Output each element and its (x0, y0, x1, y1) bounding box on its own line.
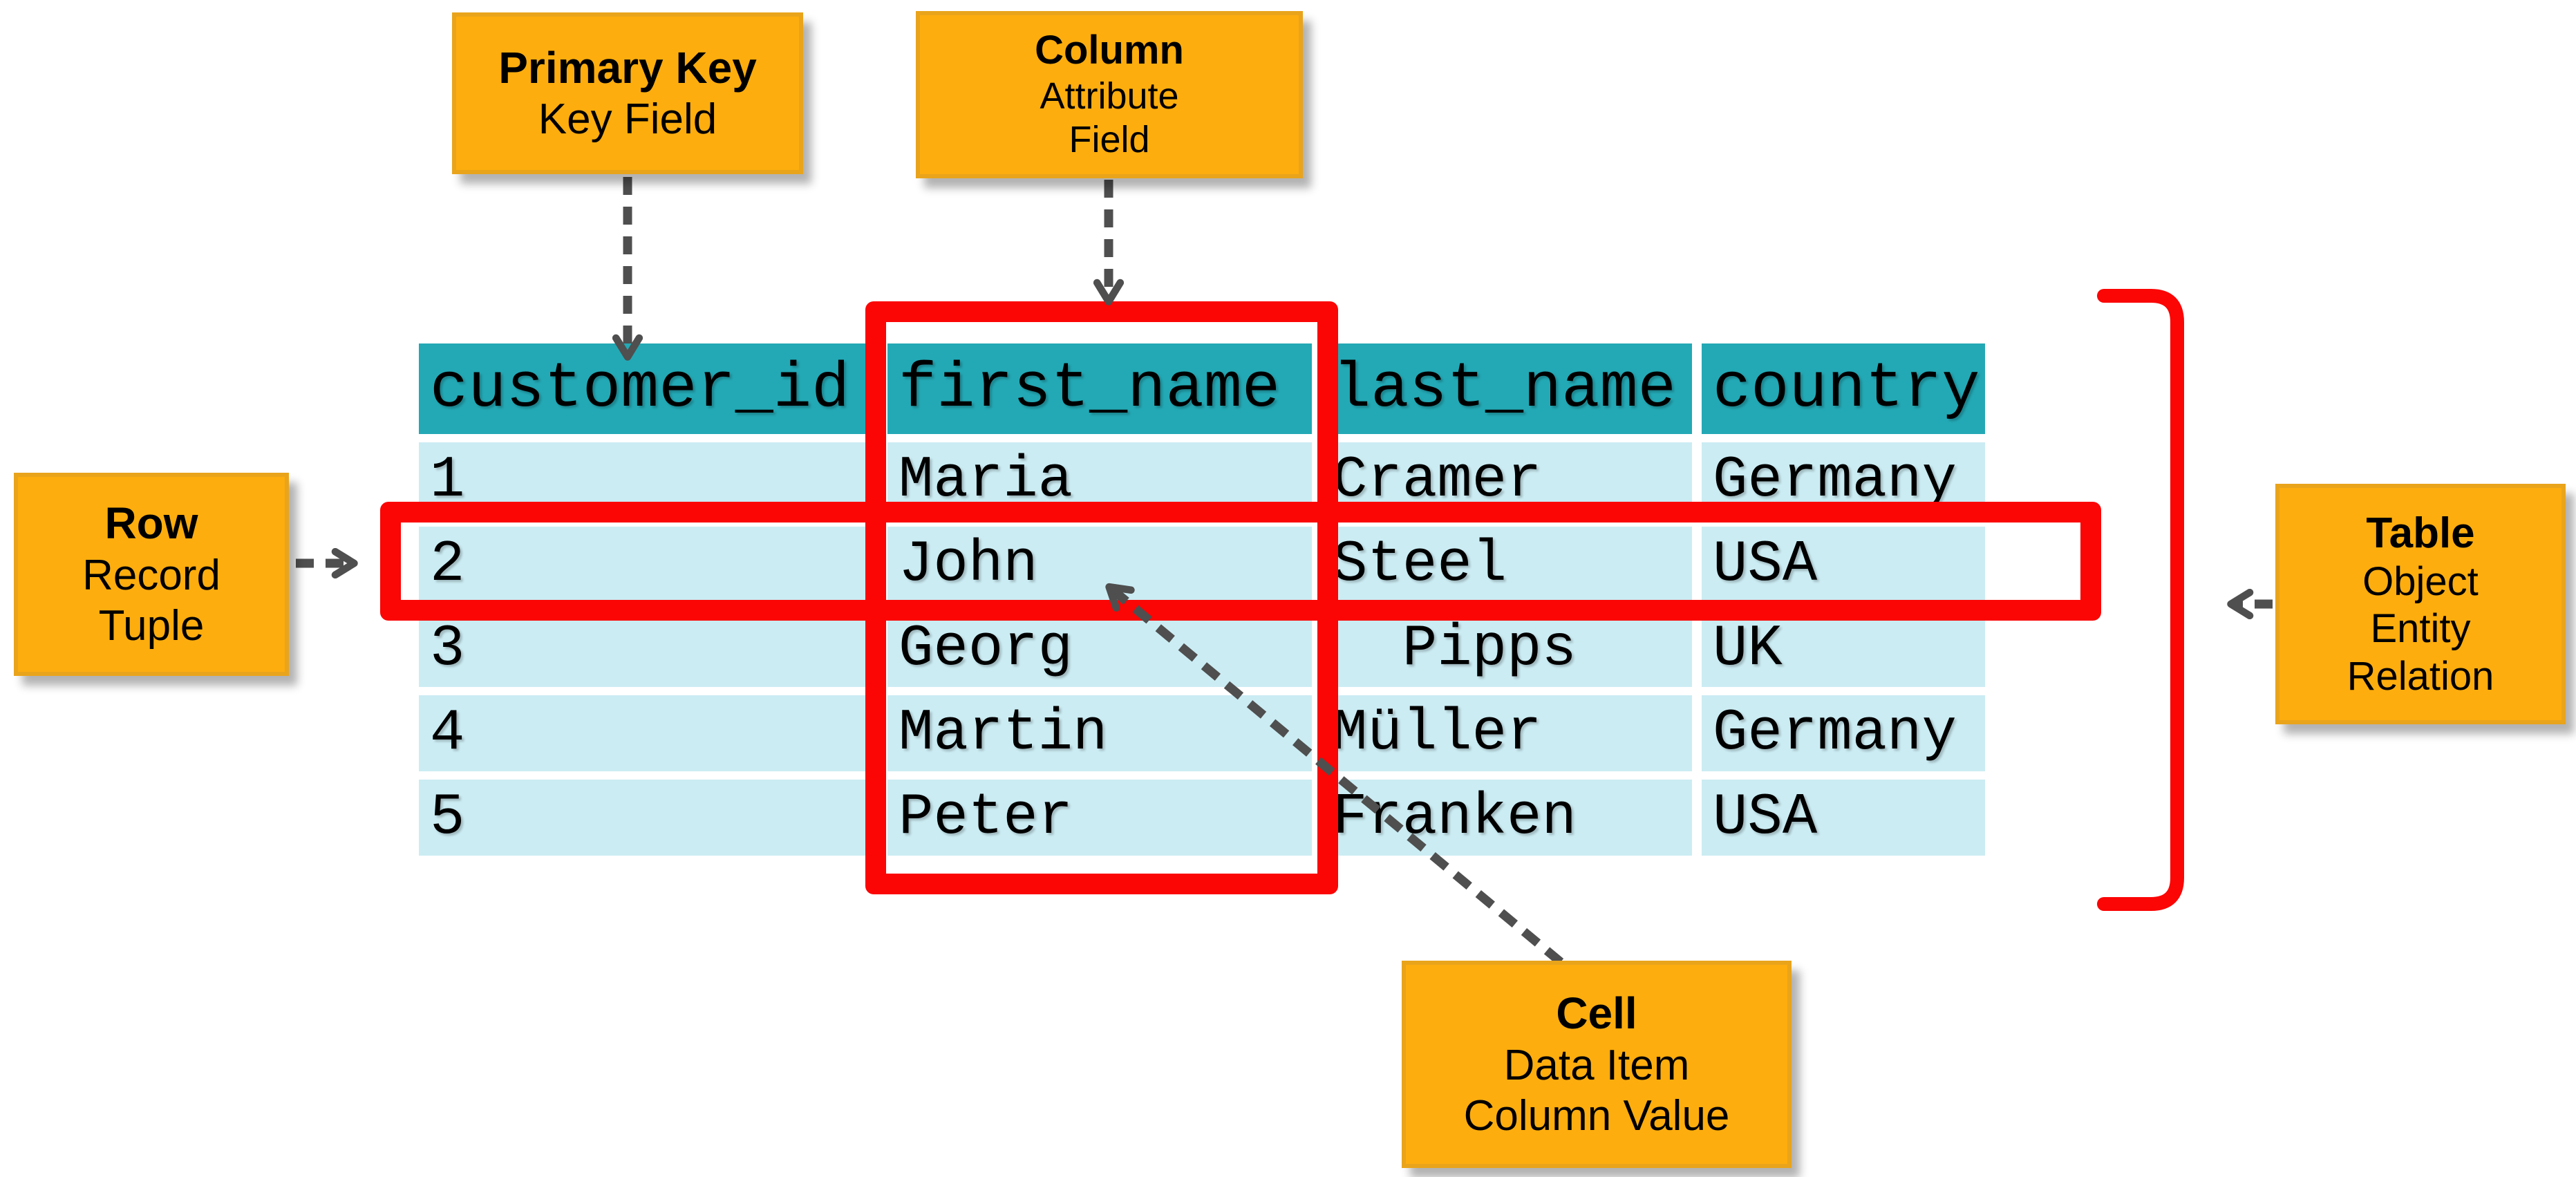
callout-column: Column Attribute Field (916, 11, 1303, 178)
table-cell: Germany (1702, 695, 1985, 771)
table-bracket (2097, 289, 2184, 911)
table-cell: Pipps (1322, 611, 1692, 687)
callout-title: Table (2366, 509, 2475, 557)
callout-line: Relation (2347, 653, 2494, 699)
callout-title: Cell (1556, 988, 1637, 1039)
row-highlight-rectangle (380, 502, 2101, 621)
callout-line: Attribute (1040, 75, 1179, 117)
callout-line: Record (82, 551, 220, 599)
callout-primary-key: Primary Key Key Field (452, 12, 803, 174)
table-cell: USA (1702, 527, 1985, 603)
callout-line: Column Value (1463, 1091, 1730, 1140)
callout-table: Table Object Entity Relation (2275, 484, 2566, 724)
table-cell: USA (1702, 780, 1985, 856)
table-cell: Müller (1322, 695, 1692, 771)
table-cell: 4 (419, 695, 878, 771)
table-cell: 5 (419, 780, 878, 856)
callout-title: Column (1035, 28, 1184, 73)
table-cell: UK (1702, 611, 1985, 687)
callout-line: Field (1069, 119, 1150, 161)
callout-title: Row (104, 498, 198, 549)
column-header-customer-id: customer_id (419, 343, 878, 434)
column-header-first-name: first_name (887, 343, 1312, 434)
column-header-country: country (1702, 343, 1985, 434)
callout-cell: Cell Data Item Column Value (1402, 961, 1792, 1168)
column-header-last-name: last_name (1322, 343, 1692, 434)
table-cell: 2 (419, 527, 878, 603)
callout-title: Primary Key (498, 42, 757, 93)
table-cell: Franken (1322, 780, 1692, 856)
callout-row: Row Record Tuple (14, 473, 289, 676)
table-cell: 3 (419, 611, 878, 687)
callout-line: Data Item (1503, 1041, 1690, 1089)
callout-line: Entity (2370, 606, 2471, 652)
callout-line: Object (2362, 558, 2479, 604)
callout-line: Key Field (538, 95, 717, 144)
callout-line: Tuple (98, 601, 205, 650)
